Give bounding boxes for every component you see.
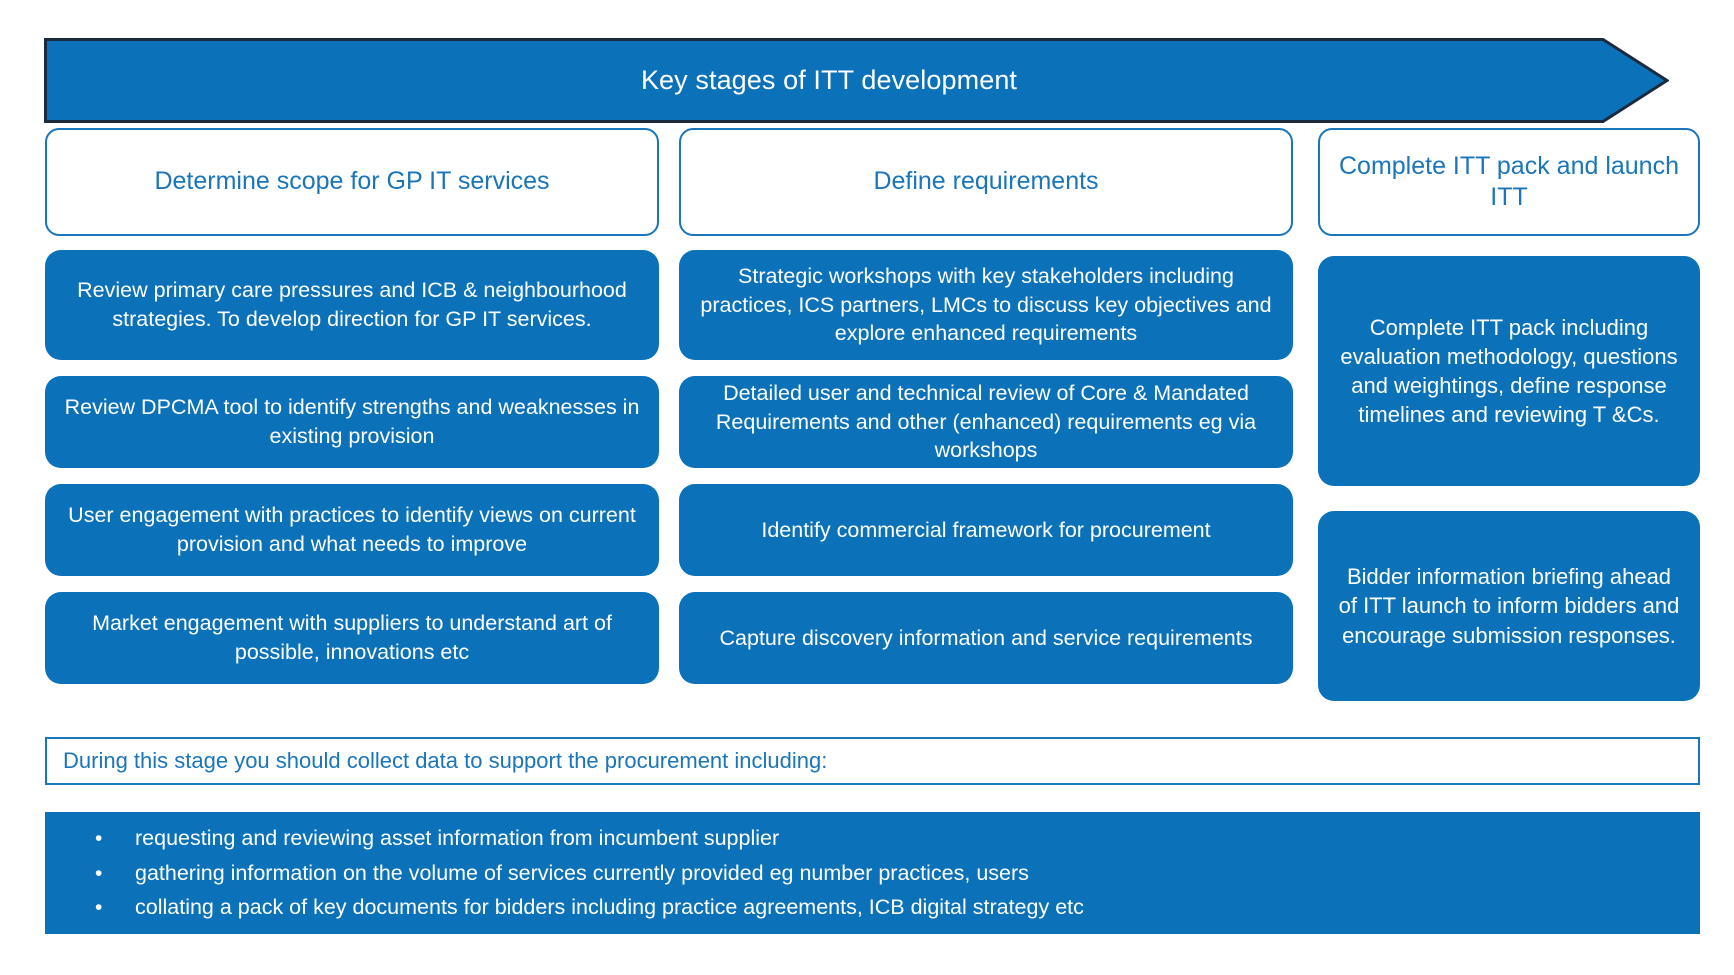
stage-column-complete-itt: Complete ITT pack and launch ITT Complet… — [1318, 128, 1700, 717]
list-item: • gathering information on the volume of… — [95, 860, 1700, 885]
stage-step[interactable]: Detailed user and technical review of Co… — [679, 376, 1293, 468]
bullet-marker-icon: • — [95, 827, 103, 850]
stage-header-2[interactable]: Define requirements — [679, 128, 1293, 236]
bullet-marker-icon: • — [95, 896, 103, 919]
stage-step-list-3: Complete ITT pack including evaluation m… — [1318, 256, 1700, 701]
stage-step[interactable]: Review DPCMA tool to identify strengths … — [45, 376, 659, 468]
note-bar: During this stage you should collect dat… — [45, 737, 1700, 785]
stage-header-3[interactable]: Complete ITT pack and launch ITT — [1318, 128, 1700, 236]
list-item-label: gathering information on the volume of s… — [135, 860, 1029, 885]
stage-step[interactable]: Strategic workshops with key stakeholder… — [679, 250, 1293, 360]
header-banner: Key stages of ITT development — [44, 38, 1669, 123]
list-item-label: collating a pack of key documents for bi… — [135, 895, 1084, 919]
stage-column-define-requirements: Define requirements Strategic workshops … — [679, 128, 1293, 700]
stage-step[interactable]: Market engagement with suppliers to unde… — [45, 592, 659, 684]
stage-step[interactable]: Bidder information briefing ahead of ITT… — [1318, 511, 1700, 701]
stage-step-list-1: Review primary care pressures and ICB & … — [45, 250, 659, 684]
stage-columns: Determine scope for GP IT services Revie… — [0, 128, 1734, 728]
stage-step[interactable]: Complete ITT pack including evaluation m… — [1318, 256, 1700, 486]
note-bar-text: During this stage you should collect dat… — [63, 748, 828, 773]
list-item: • collating a pack of key documents for … — [95, 895, 1700, 919]
stage-header-1[interactable]: Determine scope for GP IT services — [45, 128, 659, 236]
stage-column-determine-scope: Determine scope for GP IT services Revie… — [45, 128, 659, 700]
stage-step[interactable]: Review primary care pressures and ICB & … — [45, 250, 659, 360]
stage-step[interactable]: Capture discovery information and servic… — [679, 592, 1293, 684]
list-item-label: requesting and reviewing asset informati… — [135, 826, 780, 850]
page-title: Key stages of ITT development — [640, 65, 1018, 95]
stage-step-list-2: Strategic workshops with key stakeholder… — [679, 250, 1293, 684]
stage-step[interactable]: User engagement with practices to identi… — [45, 484, 659, 576]
list-item: • requesting and reviewing asset informa… — [95, 826, 1700, 850]
bullet-marker-icon: • — [95, 861, 103, 885]
stage-step[interactable]: Identify commercial framework for procur… — [679, 484, 1293, 576]
bullet-panel: • requesting and reviewing asset informa… — [45, 812, 1700, 934]
